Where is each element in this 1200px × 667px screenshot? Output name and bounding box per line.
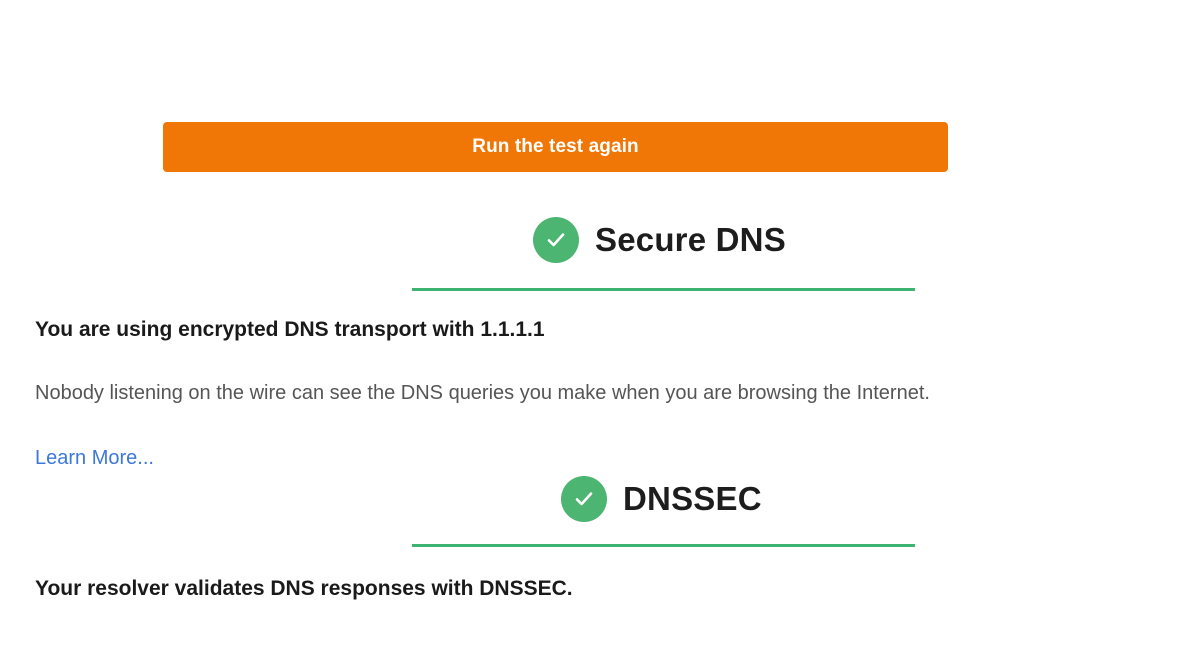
section-divider-dnssec — [412, 544, 915, 547]
check-circle-icon — [561, 476, 607, 522]
section-title-secure-dns: Secure DNS — [595, 221, 786, 258]
dnssec-headline: Your resolver validates DNS responses wi… — [35, 577, 573, 600]
secure-dns-description: Nobody listening on the wire can see the… — [35, 382, 930, 404]
secure-dns-headline: You are using encrypted DNS transport wi… — [35, 318, 545, 341]
check-circle-icon — [533, 217, 579, 263]
section-divider-secure-dns — [412, 288, 915, 291]
section-header-dnssec: DNSSEC — [561, 476, 762, 522]
section-title-dnssec: DNSSEC — [623, 480, 762, 517]
secure-dns-learn-more-link[interactable]: Learn More... — [35, 447, 154, 469]
section-header-secure-dns: Secure DNS — [533, 217, 786, 263]
run-the-test-again-button[interactable]: Run the test again — [163, 122, 948, 172]
